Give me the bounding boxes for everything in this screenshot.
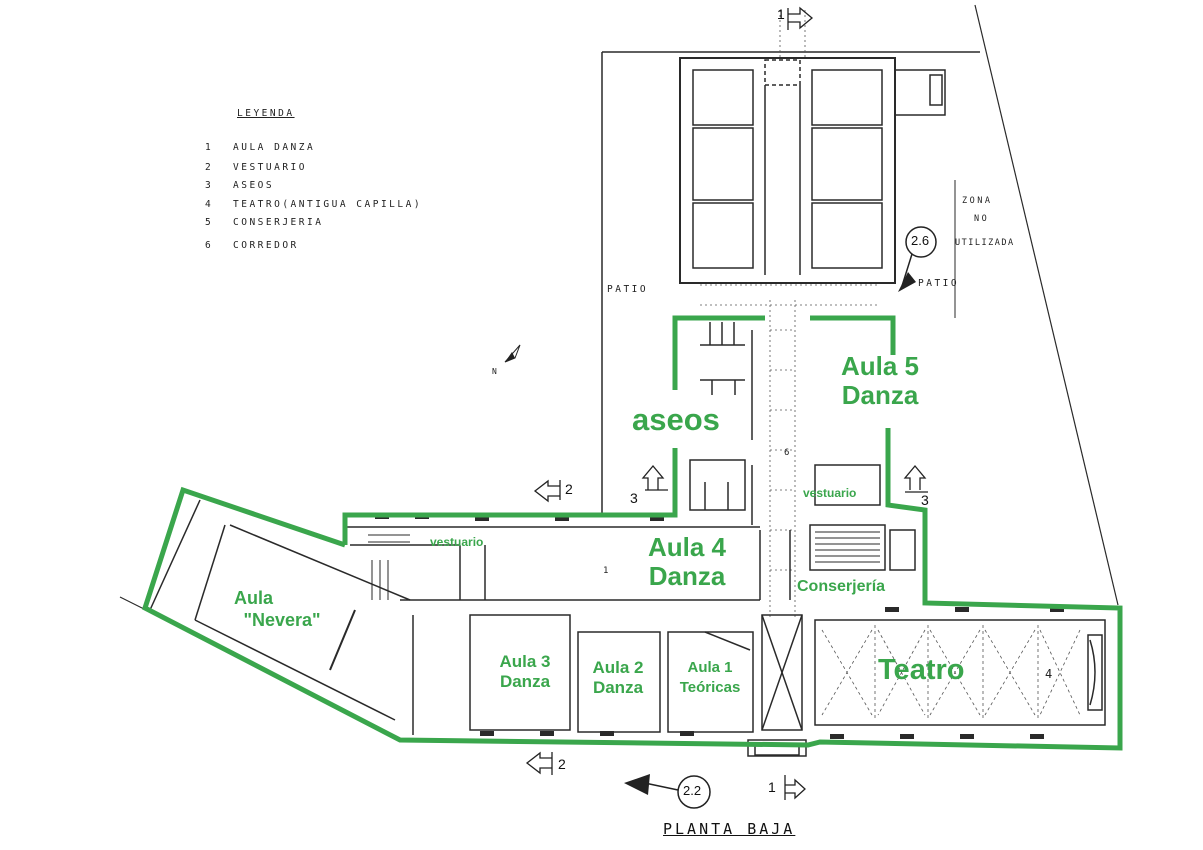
legend-title: LEYENDA — [237, 108, 295, 119]
section-arrow-2-bottom-icon — [525, 751, 553, 775]
room-label-nevera: Aula "Nevera" — [234, 588, 321, 630]
no-label: NO — [974, 214, 990, 224]
section-mark-2-top: 2 — [565, 481, 573, 497]
teatro-number: 4 — [1045, 667, 1053, 681]
zona-label: ZONA — [962, 196, 993, 206]
room-label-aseos: aseos — [632, 402, 720, 437]
north-label: N — [492, 367, 497, 376]
view-marker-22-icon — [624, 774, 711, 809]
section-mark-1-top: 1 — [777, 6, 785, 22]
section-arrow-2-top-icon — [533, 479, 561, 503]
section-arrow-1-top-icon — [787, 6, 814, 30]
room-label-aula1: Aula 1 Teóricas — [679, 659, 741, 696]
north-arrow-icon — [504, 344, 521, 363]
section-mark-1-bottom: 1 — [768, 779, 776, 795]
used-area-outline — [141, 315, 1123, 751]
utilizada-label: UTILIZADA — [955, 238, 1015, 248]
section-mark-3-left: 3 — [630, 490, 638, 506]
corridor-number: 6 — [784, 448, 790, 458]
view-mark-22: 2.2 — [683, 783, 702, 798]
view-marker-26-icon — [898, 226, 937, 292]
section-mark-3-right: 3 — [921, 492, 929, 508]
room-label-vestuario-left: vestuario — [430, 535, 484, 549]
section-mark-2-bottom: 2 — [558, 756, 566, 772]
aula-number: 1 — [603, 566, 609, 576]
section-arrow-3-left-icon — [641, 464, 668, 491]
room-label-aula5: Aula 5 Danza — [840, 351, 920, 411]
room-label-teatro: Teatro — [878, 654, 965, 686]
section-arrow-1-bottom-icon — [784, 775, 806, 800]
room-label-aula3: Aula 3 Danza — [499, 652, 551, 692]
room-label-conserjeria: Conserjería — [797, 578, 886, 595]
view-mark-26: 2.6 — [911, 233, 930, 248]
room-label-aula4: Aula 4 Danza — [647, 532, 727, 592]
room-label-aula2: Aula 2 Danza — [592, 658, 644, 698]
room-label-vestuario-right: vestuario — [803, 486, 857, 500]
patio-right-label: PATIO — [918, 278, 960, 289]
plan-title: PLANTA BAJA — [663, 820, 796, 838]
section-arrow-3-right-icon — [903, 464, 928, 493]
patio-left-label: PATIO — [607, 284, 649, 295]
